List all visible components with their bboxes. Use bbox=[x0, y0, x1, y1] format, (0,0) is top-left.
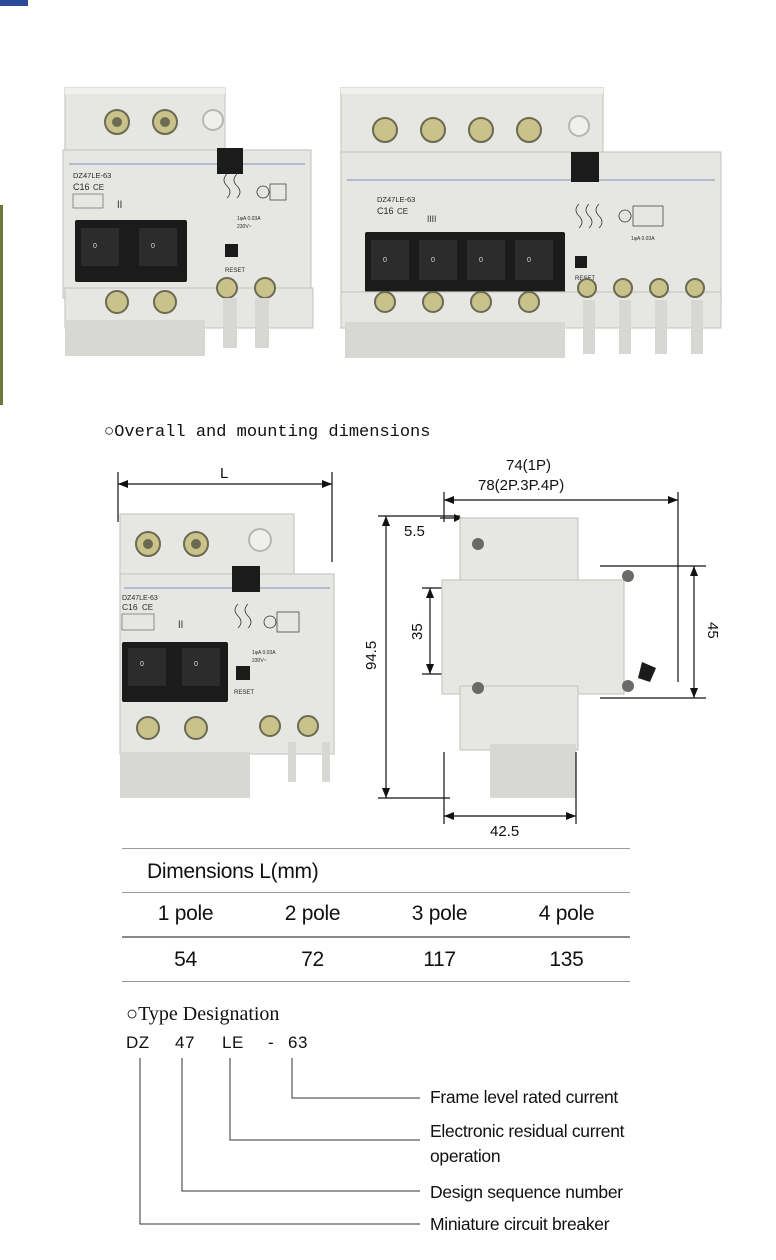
code-part-series: DZ bbox=[126, 1033, 150, 1052]
value-cell: 72 bbox=[301, 948, 324, 971]
value-cell: 135 bbox=[549, 948, 584, 971]
device-cert-label: CE bbox=[93, 183, 104, 192]
mount-height-label: 45 bbox=[704, 622, 721, 639]
table-row: 54 72 117 135 bbox=[122, 938, 630, 981]
svg-text:1φA 0.03A: 1φA 0.03A bbox=[237, 216, 261, 222]
front-view-drawing: L DZ47LE-63 C16 CE ǀǀ 1φA 0.03A 230V~ RE… bbox=[117, 465, 335, 798]
device-cert-label: CE bbox=[397, 207, 408, 216]
switch-mark: 0 bbox=[479, 257, 483, 264]
svg-text:ǀǀ: ǀǀ bbox=[178, 620, 183, 631]
switch-mark: 0 bbox=[431, 257, 435, 264]
svg-text:ǀǀǀǀ: ǀǀǀǀ bbox=[427, 214, 436, 224]
two-pole-breaker-photo: DZ47LE-63 C16 CE ǀǀ 1φA 0.03A 230V~ RESE… bbox=[62, 87, 314, 356]
table-rule bbox=[122, 892, 630, 893]
designation-leader-lines bbox=[139, 1058, 420, 1225]
device-rating-label: C16 bbox=[377, 206, 394, 216]
rail-gap-label: 35 bbox=[409, 623, 426, 640]
device-rating-label: C16 bbox=[122, 602, 138, 612]
dimensions-section-title: ○Overall and mounting dimensions bbox=[104, 423, 431, 442]
svg-text:ǀǀ: ǀǀ bbox=[117, 200, 122, 211]
code-part-type: LE bbox=[222, 1033, 244, 1052]
four-pole-breaker-photo: DZ47LE-63 C16 CE ǀǀǀǀ 1φA 0.03A RESET 0 … bbox=[340, 87, 722, 358]
svg-text:230V~: 230V~ bbox=[252, 658, 267, 664]
table-caption: Dimensions L(mm) bbox=[147, 860, 319, 883]
device-model-label: DZ47LE-63 bbox=[73, 171, 111, 180]
base-depth-label: 42.5 bbox=[490, 823, 519, 840]
depth-1p-label: 74(1P) bbox=[506, 457, 551, 474]
value-cell: 54 bbox=[174, 948, 197, 971]
width-dimension-label: L bbox=[220, 465, 228, 482]
meaning-residual-current: Electronic residual current bbox=[430, 1121, 625, 1141]
meaning-residual-current-cont: operation bbox=[430, 1146, 501, 1166]
table-header-row: 1 pole 2 pole 3 pole 4 pole bbox=[122, 893, 630, 936]
meaning-miniature-breaker: Miniature circuit breaker bbox=[430, 1214, 610, 1234]
table-rule bbox=[122, 981, 630, 982]
switch-mark: 0 bbox=[194, 661, 198, 668]
table-rule bbox=[122, 936, 630, 938]
code-part-current: 63 bbox=[288, 1033, 308, 1052]
switch-mark: 0 bbox=[527, 257, 531, 264]
svg-text:1φA 0.03A: 1φA 0.03A bbox=[631, 236, 655, 242]
switch-mark: 0 bbox=[93, 243, 97, 250]
header-cell: 1 pole bbox=[157, 902, 214, 925]
meaning-rated-current: Frame level rated current bbox=[430, 1087, 618, 1107]
code-part-sequence: 47 bbox=[175, 1033, 195, 1052]
device-cert-label: CE bbox=[142, 603, 153, 612]
switch-mark: 0 bbox=[151, 243, 155, 250]
reset-label: RESET bbox=[225, 268, 245, 274]
device-model-label: DZ47LE-63 bbox=[377, 195, 415, 204]
svg-text:1φA 0.03A: 1φA 0.03A bbox=[252, 650, 276, 656]
edge-stripe-decoration bbox=[0, 205, 3, 405]
dimension-table: Dimensions L(mm) 1 pole 2 pole 3 pole 4 … bbox=[122, 848, 630, 982]
switch-mark: 0 bbox=[140, 661, 144, 668]
value-cell: 117 bbox=[423, 948, 456, 971]
header-cell: 4 pole bbox=[538, 902, 595, 925]
top-offset-label: 5.5 bbox=[404, 523, 425, 540]
type-designation-title: ○Type Designation bbox=[126, 1003, 280, 1025]
side-view-drawing: 74(1P) 78(2P.3P.4P) 5.5 94.5 35 45 42.5 bbox=[363, 457, 721, 840]
code-part-dash: - bbox=[268, 1033, 275, 1052]
header-cell: 2 pole bbox=[284, 902, 341, 925]
corner-tab-decoration bbox=[0, 0, 28, 6]
svg-text:230V~: 230V~ bbox=[237, 224, 252, 230]
depth-multi-pole-label: 78(2P.3P.4P) bbox=[478, 477, 564, 494]
device-model-label: DZ47LE-63 bbox=[122, 595, 158, 602]
meaning-design-sequence: Design sequence number bbox=[430, 1182, 623, 1202]
header-cell: 3 pole bbox=[411, 902, 468, 925]
device-rating-label: C16 bbox=[73, 182, 90, 192]
reset-label: RESET bbox=[234, 690, 254, 696]
height-dimension-label: 94.5 bbox=[363, 641, 380, 670]
switch-mark: 0 bbox=[383, 257, 387, 264]
table-rule bbox=[122, 848, 630, 849]
